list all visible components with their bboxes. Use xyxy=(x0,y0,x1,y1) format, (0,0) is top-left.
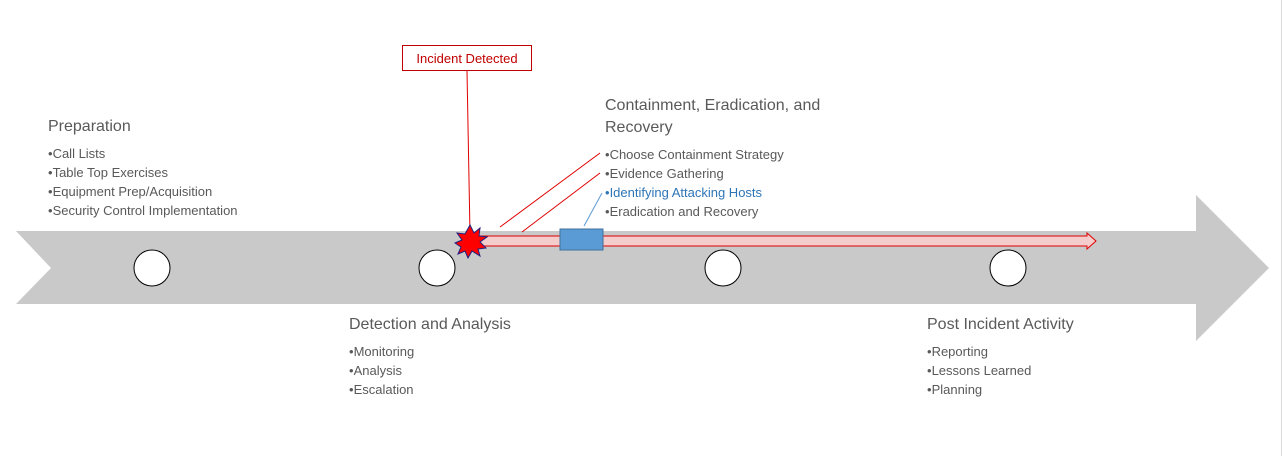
phase-items: Monitoring Analysis Escalation xyxy=(349,342,511,399)
attacking-hosts-connector xyxy=(583,192,603,227)
list-item-highlighted: Identifying Attacking Hosts xyxy=(605,183,865,202)
phase-marker-containment xyxy=(704,249,742,287)
timeline-arrow xyxy=(16,195,1269,341)
containment-connector-2 xyxy=(521,172,601,233)
phase-detection-analysis: Detection and Analysis Monitoring Analys… xyxy=(349,314,511,399)
containment-connector-1 xyxy=(499,152,601,228)
list-item: Choose Containment Strategy xyxy=(605,145,865,164)
list-item: Eradication and Recovery xyxy=(605,202,865,221)
list-item: Monitoring xyxy=(349,342,511,361)
attacking-hosts-marker xyxy=(559,228,604,251)
canvas-border xyxy=(1281,0,1282,456)
phase-marker-preparation xyxy=(133,249,171,287)
phase-marker-detection xyxy=(418,249,456,287)
phase-containment-eradication-recovery: Containment, Eradication, and Recovery C… xyxy=(605,95,865,221)
incident-burst-icon xyxy=(453,223,489,260)
list-item: Analysis xyxy=(349,361,511,380)
list-item: Reporting xyxy=(927,342,1074,361)
list-item: Security Control Implementation xyxy=(48,201,238,220)
list-item: Call Lists xyxy=(48,144,238,163)
list-item: Planning xyxy=(927,380,1074,399)
phase-title: Preparation xyxy=(48,118,131,135)
list-item: Escalation xyxy=(349,380,511,399)
list-item: Table Top Exercises xyxy=(48,163,238,182)
phase-title: Containment, Eradication, and Recovery xyxy=(605,97,821,136)
phase-marker-post-incident xyxy=(989,249,1027,287)
incident-detected-callout: Incident Detected xyxy=(402,45,532,71)
phase-preparation: Preparation Call Lists Table Top Exercis… xyxy=(48,116,238,220)
phase-title: Detection and Analysis xyxy=(349,316,511,333)
phase-items: Choose Containment Strategy Evidence Gat… xyxy=(605,145,865,221)
callout-connector xyxy=(466,70,471,235)
list-item: Lessons Learned xyxy=(927,361,1074,380)
phase-items: Call Lists Table Top Exercises Equipment… xyxy=(48,144,238,220)
list-item: Evidence Gathering xyxy=(605,164,865,183)
list-item: Equipment Prep/Acquisition xyxy=(48,182,238,201)
phase-items: Reporting Lessons Learned Planning xyxy=(927,342,1074,399)
phase-post-incident-activity: Post Incident Activity Reporting Lessons… xyxy=(927,314,1074,399)
phase-title: Post Incident Activity xyxy=(927,316,1074,333)
